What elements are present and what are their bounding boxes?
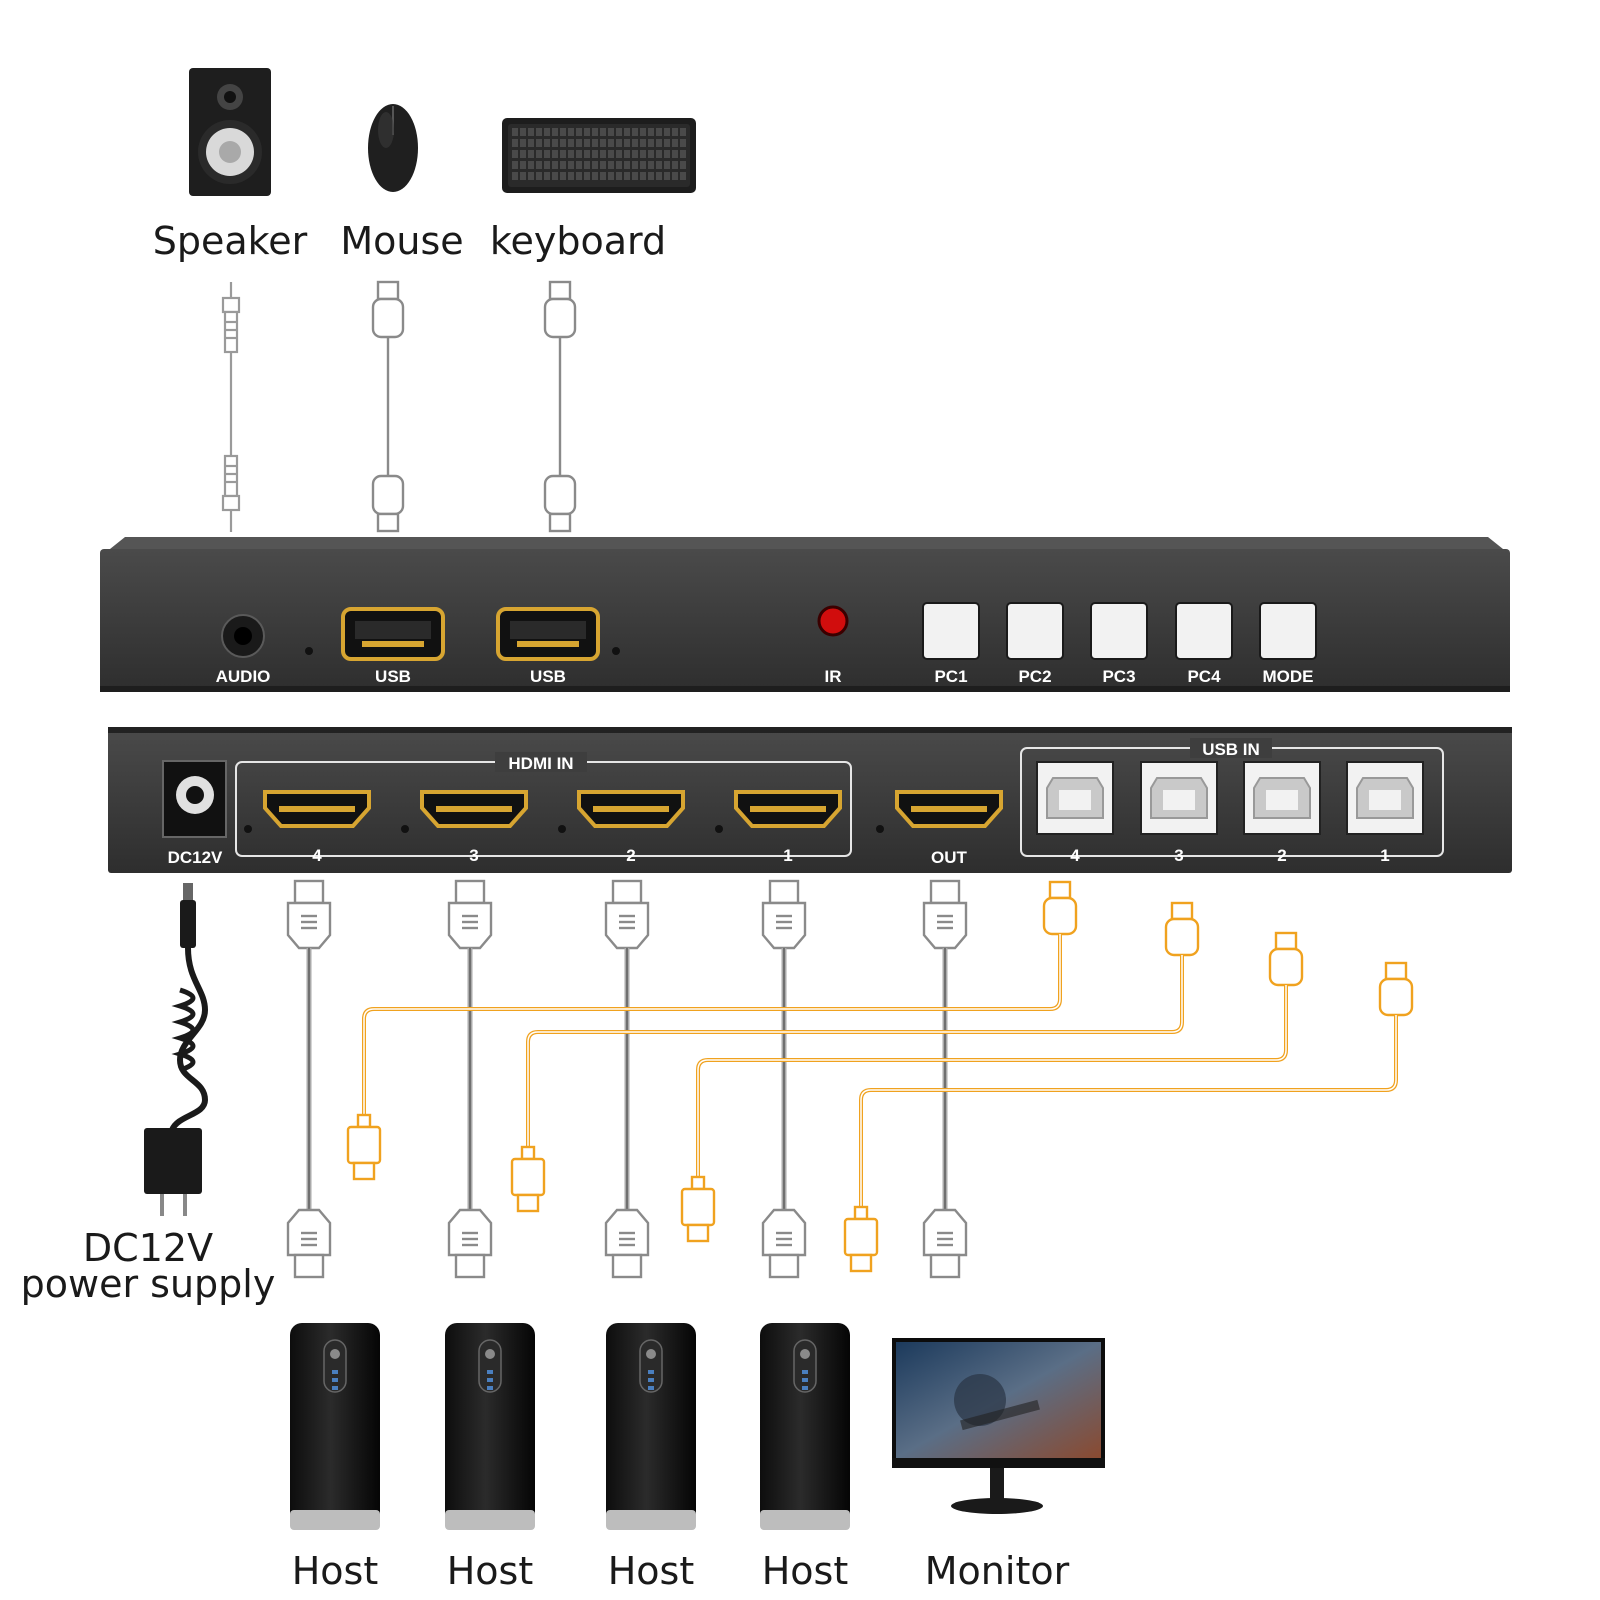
ir-label: IR (825, 667, 842, 686)
button-pc4[interactable] (1175, 602, 1233, 660)
ir-sensor-icon (817, 605, 849, 637)
dc12v-rear-label: DC12V (168, 848, 223, 867)
usb-port-front-2[interactable] (496, 607, 600, 661)
hdmi-cable-1 (761, 879, 807, 1279)
hdmi-in-label: HDMI IN (508, 754, 573, 773)
usb-port-number: 2 (1277, 846, 1286, 865)
host-label: Host (292, 1549, 379, 1593)
hdmi-cable-4 (286, 879, 332, 1279)
usb-cable-4 (346, 880, 1078, 1181)
hdmi-port-number: 4 (312, 846, 322, 865)
mouse-icon (368, 104, 418, 192)
hdmi-in-port-4[interactable] (263, 790, 371, 828)
hdmi-in-port-2[interactable] (577, 790, 685, 828)
hdmi-out-cable (922, 879, 968, 1279)
hdmi-out-label: OUT (931, 848, 968, 867)
audio-cable (221, 282, 241, 532)
mouse-label: Mouse (340, 219, 463, 263)
button-pc1[interactable] (922, 602, 980, 660)
pc3-label: PC3 (1102, 667, 1135, 686)
monitor-icon (892, 1338, 1105, 1514)
usb-port-number: 4 (1070, 846, 1080, 865)
mode-label: MODE (1263, 667, 1314, 686)
pc1-label: PC1 (934, 667, 967, 686)
usb-port-number: 3 (1174, 846, 1183, 865)
host-pc-icon (760, 1323, 850, 1530)
audio-jack-icon (221, 614, 265, 658)
host-label: Host (447, 1549, 534, 1593)
button-pc3[interactable] (1090, 602, 1148, 660)
power-adapter-icon (144, 883, 209, 1216)
hdmi-port-number: 3 (469, 846, 478, 865)
rear-panel: HDMI IN USB IN 4 3 2 1 4 3 2 1 DC12V OUT (108, 727, 1512, 873)
usb-front-label-2: USB (530, 667, 566, 686)
usb-in-port-2[interactable] (1243, 761, 1321, 835)
usb-cable-3 (510, 901, 1200, 1213)
hdmi-out-port[interactable] (895, 790, 1003, 828)
mouse-usb-cable (371, 280, 405, 533)
hdmi-port-number: 2 (626, 846, 635, 865)
usb-cable-1 (843, 961, 1414, 1273)
monitor-label: Monitor (925, 1549, 1070, 1593)
button-pc2[interactable] (1006, 602, 1064, 660)
keyboard-label: keyboard (490, 219, 666, 263)
usb-port-front-1[interactable] (341, 607, 445, 661)
power-supply-label-1: DC12V (83, 1226, 213, 1270)
power-supply-label-2: power supply (21, 1262, 276, 1306)
hdmi-in-port-3[interactable] (420, 790, 528, 828)
host-pc-icon (606, 1323, 696, 1530)
keyboard-icon (502, 118, 696, 193)
usb-in-port-1[interactable] (1346, 761, 1424, 835)
front-panel: AUDIO USB USB IR PC1 PC2 PC3 PC4 MODE (100, 537, 1510, 692)
keyboard-usb-cable (543, 280, 577, 533)
usb-port-number: 1 (1380, 846, 1389, 865)
pc4-label: PC4 (1187, 667, 1221, 686)
audio-label: AUDIO (216, 667, 271, 686)
button-mode[interactable] (1259, 602, 1317, 660)
host-pc-icon (290, 1323, 380, 1530)
usb-in-label: USB IN (1202, 740, 1260, 759)
hdmi-in-port-1[interactable] (734, 790, 842, 828)
pc2-label: PC2 (1018, 667, 1051, 686)
usb-front-label-1: USB (375, 667, 411, 686)
usb-in-port-4[interactable] (1036, 761, 1114, 835)
usb-in-port-3[interactable] (1140, 761, 1218, 835)
speaker-icon (189, 68, 271, 196)
hdmi-port-number: 1 (783, 846, 792, 865)
dc-power-jack-icon (162, 760, 227, 838)
speaker-label: Speaker (153, 219, 308, 263)
host-label: Host (608, 1549, 695, 1593)
hdmi-cable-3 (447, 879, 493, 1279)
host-label: Host (762, 1549, 849, 1593)
host-pc-icon (445, 1323, 535, 1530)
usb-cable-2 (680, 931, 1304, 1243)
hdmi-cable-2 (604, 879, 650, 1279)
